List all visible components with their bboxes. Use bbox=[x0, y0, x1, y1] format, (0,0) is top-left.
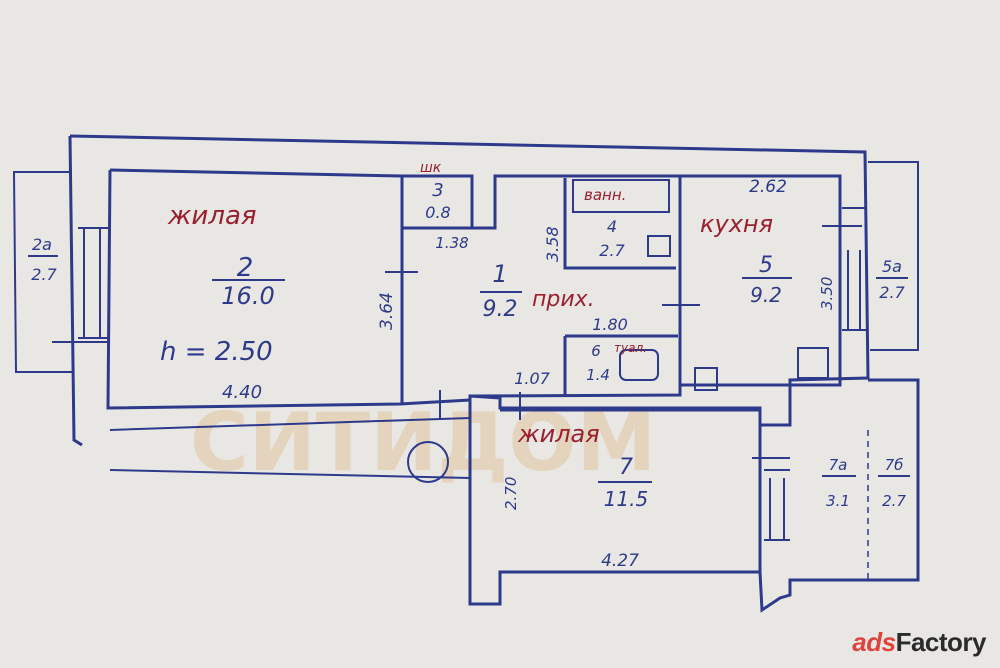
room-7-walls bbox=[500, 408, 762, 572]
room-1-side: 3.58 bbox=[543, 226, 562, 262]
room-4-number: 4 bbox=[607, 217, 617, 236]
room-4-area: 2.7 bbox=[599, 241, 625, 260]
room-3-area: 0.8 bbox=[425, 203, 450, 222]
room-6-area: 1.4 bbox=[586, 366, 610, 384]
room-1-walls bbox=[469, 174, 682, 398]
riser-circle bbox=[407, 441, 449, 483]
room-6-name: туал. bbox=[614, 341, 647, 355]
outer-wall bbox=[69, 134, 920, 613]
door-ticks bbox=[52, 225, 862, 459]
room-3-walls bbox=[402, 174, 474, 230]
room-7a-number: 7а bbox=[829, 456, 848, 474]
room-3-side: 1.38 bbox=[435, 234, 468, 252]
room-5-walls bbox=[680, 174, 842, 387]
room-7b-number: 7б bbox=[885, 456, 904, 474]
room-1-width: 1.80 bbox=[592, 315, 628, 334]
room-5-side: 3.50 bbox=[818, 277, 836, 310]
lower-corridor-line bbox=[109, 417, 471, 479]
room-7-width: 4.27 bbox=[601, 551, 639, 571]
balcony-5a bbox=[868, 161, 919, 351]
window-room-2 bbox=[78, 227, 108, 339]
room-6-walls bbox=[563, 334, 678, 396]
room-2-number: 2 bbox=[237, 253, 254, 283]
sink bbox=[647, 235, 671, 257]
room-2-height: h = 2.50 bbox=[160, 337, 273, 367]
room-5-area: 9.2 bbox=[750, 283, 782, 307]
bathtub bbox=[572, 179, 670, 213]
room-1-number: 1 bbox=[492, 260, 507, 288]
room-2-name: жилая bbox=[167, 201, 257, 231]
room-6-number: 6 bbox=[591, 342, 601, 360]
room-2-side: 3.64 bbox=[377, 292, 397, 330]
room-5-name: кухня bbox=[700, 210, 773, 238]
window-room-7 bbox=[764, 469, 790, 541]
sink-kitchen bbox=[694, 367, 718, 391]
room-5a-number: 5а bbox=[882, 257, 902, 276]
room-7a-area: 3.1 bbox=[826, 492, 850, 510]
brand-prefix: ads bbox=[852, 627, 896, 657]
room-5-number: 5 bbox=[759, 253, 773, 278]
room-3-name: шк bbox=[420, 160, 442, 176]
room-2a-number: 2а bbox=[32, 235, 52, 254]
room-5-width: 2.62 bbox=[749, 177, 787, 197]
brand-suffix: Factory bbox=[895, 627, 987, 657]
room-7-number: 7 bbox=[619, 455, 633, 480]
left-outer-wall bbox=[68, 135, 471, 447]
room-7-area: 11.5 bbox=[604, 487, 649, 511]
stove bbox=[797, 347, 829, 379]
room-7-name: жилая bbox=[517, 420, 600, 448]
room-3-number: 3 bbox=[432, 180, 443, 201]
brand-logo: adsFactory bbox=[852, 627, 986, 658]
room-7-side: 2.70 bbox=[502, 477, 520, 510]
room-4-name: ванн. bbox=[584, 186, 626, 204]
window-kitchen bbox=[842, 207, 866, 331]
room-1-area: 9.2 bbox=[483, 297, 518, 322]
room-2-area: 16.0 bbox=[221, 282, 274, 310]
room-2a-area: 2.7 bbox=[31, 265, 57, 284]
room-1-name: прих. bbox=[532, 287, 595, 312]
room-7-door: 1.07 bbox=[514, 369, 550, 388]
room-5a-area: 2.7 bbox=[879, 283, 905, 302]
room-4-walls bbox=[563, 178, 676, 270]
room-2-width: 4.40 bbox=[222, 382, 262, 403]
toilet bbox=[619, 349, 659, 381]
balcony-2a bbox=[12, 171, 74, 373]
room-7b-area: 2.7 bbox=[882, 492, 906, 510]
